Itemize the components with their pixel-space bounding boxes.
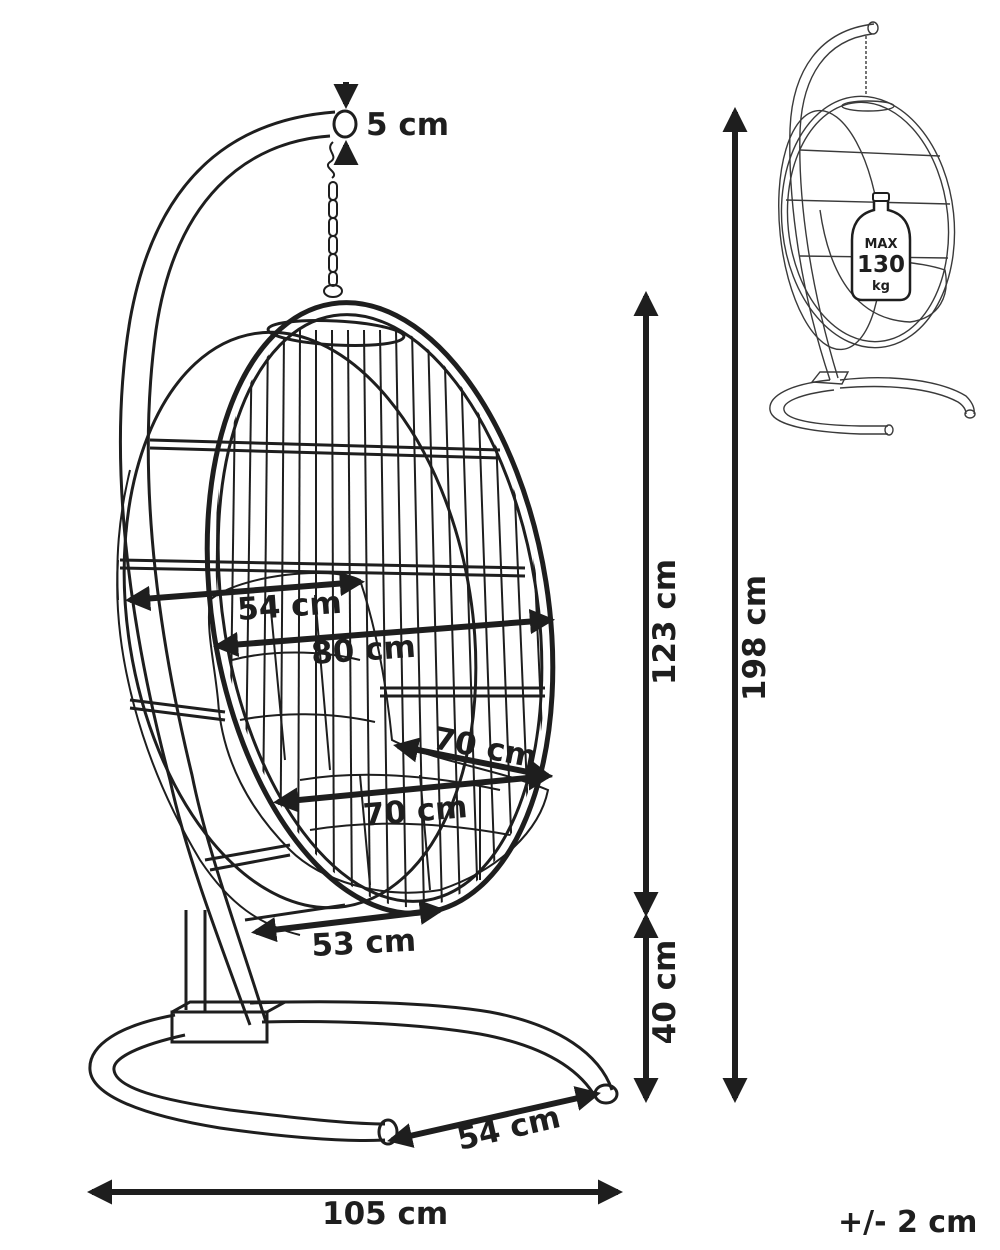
total-width-label: 105 cm (322, 1196, 448, 1232)
hook-ring (332, 109, 358, 139)
stand-arch (118, 110, 336, 1026)
dimension-labels: 5 cm 54 cm 80 cm 70 cm 70 cm 53 cm 54 cm… (236, 107, 977, 1240)
hook-diameter-label: 5 cm (366, 107, 449, 143)
egg-width-arrow (212, 609, 556, 657)
chain (323, 141, 343, 298)
seat-depth-arrow (272, 765, 554, 813)
thumbnail-drawing: MAX 130 kg (769, 21, 976, 436)
max-load-unit: kg (872, 279, 890, 294)
max-load-value: 130 (857, 252, 905, 278)
seat-width-label: 54 cm (236, 585, 343, 628)
clearance-label: 40 cm (647, 940, 683, 1045)
dimension-arrows (86, 82, 748, 1205)
base-depth-label: 54 cm (454, 1099, 564, 1158)
seat-width-arrow (124, 571, 366, 611)
base-depth-arrow (387, 1086, 601, 1148)
stand-base (88, 1000, 619, 1146)
bottom-width-label: 53 cm (311, 923, 417, 964)
tolerance-label: +/- 2 cm (838, 1205, 977, 1240)
total-height-label: 198 cm (737, 575, 773, 701)
chair-drawing (88, 109, 619, 1146)
bottom-width-arrow (250, 899, 446, 943)
egg-height-label: 123 cm (647, 559, 683, 685)
max-load-label: MAX (864, 237, 897, 252)
egg-width-label: 80 cm (310, 629, 417, 672)
weight-icon: MAX 130 kg (850, 192, 912, 302)
